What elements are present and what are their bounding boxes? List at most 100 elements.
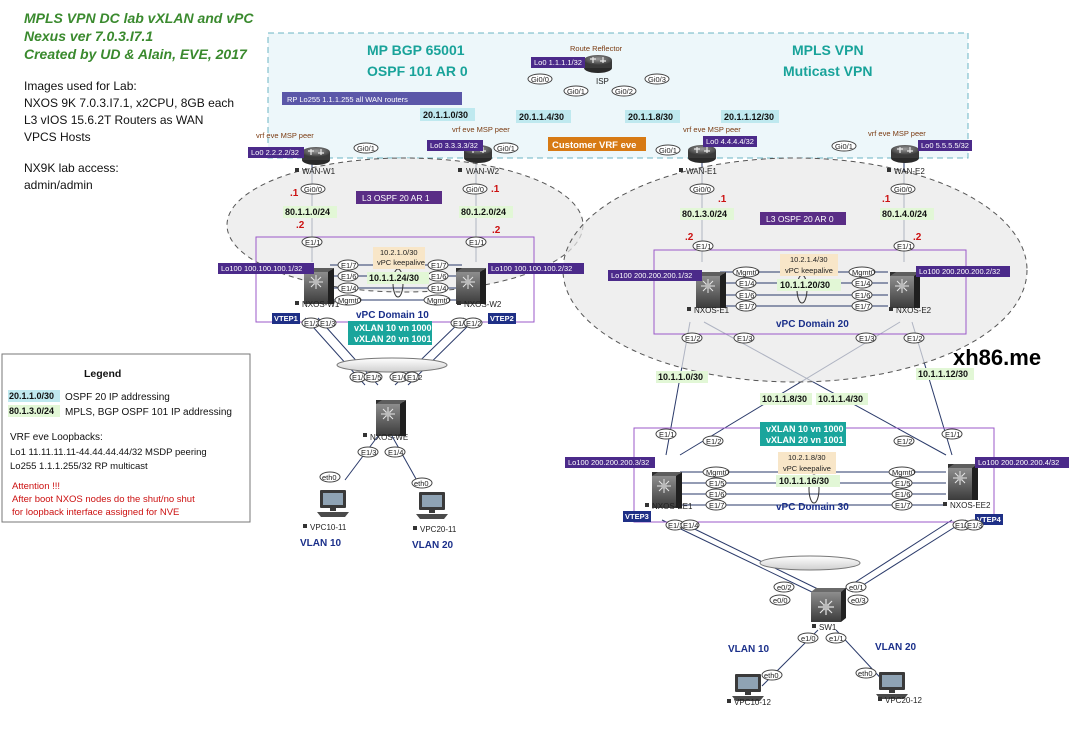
svg-text:E1/2: E1/2 (685, 334, 700, 343)
svg-text:E1/2: E1/2 (304, 319, 319, 328)
svg-text:80.1.2.0/24: 80.1.2.0/24 (461, 207, 506, 217)
nxos-w2-switch[interactable]: Lo100 100.100.100.2/32 NXOS-W2 VTEP2 (455, 263, 584, 324)
nxos-ee1-switch[interactable]: Lo100 200.200.200.3/32 NXOS-EE1 VTEP3 (565, 457, 693, 522)
vpc-domain-10-label: vPC Domain 10 (356, 310, 429, 321)
nxos-ee2-switch[interactable]: Lo100 200.200.200.4/32 NXOS-EE2 VTEP4 (943, 457, 1069, 525)
nxos-e2-loopback: Lo100 200.200.200.2/32 (919, 267, 1000, 276)
svg-text:.2: .2 (296, 220, 305, 231)
nxos-ee1-loopback: Lo100 200.200.200.3/32 (568, 458, 649, 467)
nxos-e1-loopback: Lo100 200.200.200.1/32 (611, 271, 692, 280)
svg-text:E1/7: E1/7 (855, 302, 870, 311)
svg-text:.2: .2 (685, 232, 694, 243)
vlan20-east-label: VLAN 20 (875, 642, 917, 653)
nxos-e2-switch[interactable]: Lo100 200.200.200.2/32 NXOS-E2 (889, 266, 1010, 315)
nxos-we-switch[interactable]: NXOS-WE (363, 399, 408, 442)
wan-w2-name: WAN-W2 (466, 167, 500, 176)
peer-caption: vrf eve MSP peer (683, 125, 741, 134)
svg-text:E1/6: E1/6 (895, 490, 910, 499)
nxos-e1-switch[interactable]: Lo100 200.200.200.1/32 NXOS-E1 (608, 270, 730, 315)
svg-text:E1/7: E1/7 (431, 261, 446, 270)
svg-text:80.1.1.0/24: 80.1.1.0/24 (285, 207, 330, 217)
lab-info: Images used for Lab: NXOS 9K 7.0.3.I7.1,… (24, 79, 234, 192)
wan-e2-loopback: Lo0 5.5.5.5/32 (921, 141, 969, 150)
vpc10-11-host[interactable]: eth0 VPC10-11 (303, 471, 349, 532)
wan-w2-router[interactable]: vrf eve MSP peer Lo0 3.3.3.3/32 WAN-W2 G… (427, 125, 519, 195)
isp-router[interactable]: Route Reflector Lo0 1.1.1.1/32 ISP (531, 44, 623, 86)
svg-text:Gi0/1: Gi0/1 (659, 146, 677, 155)
svg-text:10.2.1.8/30: 10.2.1.8/30 (788, 453, 826, 462)
legend-title: Legend (84, 368, 121, 380)
svg-text:E1/7: E1/7 (709, 501, 724, 510)
svg-text:.2: .2 (492, 225, 501, 236)
svg-text:.1: .1 (718, 194, 727, 205)
svg-text:vPC keepalive: vPC keepalive (783, 464, 831, 473)
wan-w1-router[interactable]: vrf eve MSP peer Lo0 2.2.2.2/32 WAN-W1 G… (248, 131, 379, 195)
svg-text:Gi0/3: Gi0/3 (648, 75, 666, 84)
wan-e2-router[interactable]: vrf eve MSP peer Lo0 5.5.5.5/32 WAN-E2 G… (831, 129, 972, 195)
svg-text:80.1.4.0/24: 80.1.4.0/24 (882, 209, 927, 219)
legend-panel: Legend 20.1.1.0/30 OSPF 20 IP addressing… (1, 353, 251, 523)
vtep4-label: VTEP4 (977, 515, 1002, 524)
multicast-vpn-title: Muticast VPN (783, 63, 872, 79)
svg-text:Mgmt0: Mgmt0 (338, 296, 361, 305)
svg-text:VRF eve Loopbacks:: VRF eve Loopbacks: (10, 432, 103, 443)
svg-text:Gi0/1: Gi0/1 (497, 144, 515, 153)
nxos-ee2-loopback: Lo100 200.200.200.4/32 (978, 458, 1059, 467)
svg-text:E1/6: E1/6 (392, 373, 407, 382)
info-line: L3 vIOS 15.6.2T Routers as WAN (24, 113, 203, 127)
svg-text:10.2.1.0/30: 10.2.1.0/30 (380, 248, 418, 257)
svg-text:E1/3: E1/3 (668, 521, 683, 530)
svg-text:E1/4: E1/4 (341, 284, 356, 293)
nxos-e-ports: E1/1 E1/1 Mgmt0 E1/4 E1/6 E1/7 Mgmt0 E1/… (681, 240, 925, 344)
svg-text:20.1.1.0/30: 20.1.1.0/30 (423, 110, 468, 120)
isp-name: ISP (596, 77, 609, 86)
svg-text:e0/3: e0/3 (851, 596, 866, 605)
svg-text:10.1.1.4/30: 10.1.1.4/30 (818, 394, 863, 404)
vpc-domain-20-info: 10.2.1.4/30 vPC keepalive 10.1.1.20/30 v… (776, 254, 849, 330)
legend-key-2: 80.1.3.0/24 (9, 406, 54, 416)
svg-text:E1/1: E1/1 (469, 238, 484, 247)
octet-labels: .1 .2 .1 .2 .1 .2 .1 .2 (290, 184, 922, 243)
svg-text:vXLAN 20 vn 1001: vXLAN 20 vn 1001 (766, 435, 844, 445)
svg-text:E1/3: E1/3 (967, 521, 982, 530)
vpc20-12-host[interactable]: eth0 VPC20-12 (855, 667, 922, 705)
svg-text:E1/3: E1/3 (859, 334, 874, 343)
vpc-domain-20-label: vPC Domain 20 (776, 319, 849, 330)
route-reflector-caption: Route Reflector (570, 44, 623, 53)
vlan20-west-label: VLAN 20 (412, 540, 454, 551)
svg-text:E1/6: E1/6 (739, 291, 754, 300)
nxos-e1-name: NXOS-E1 (694, 306, 730, 315)
svg-text:E1/1: E1/1 (659, 430, 674, 439)
legend-key-1: 20.1.1.0/30 (9, 391, 54, 401)
vpc-domain-20-box (653, 249, 967, 335)
svg-text:vPC keepalive: vPC keepalive (785, 266, 833, 275)
isp-ports: Gi0/0 Gi0/1 Gi0/2 Gi0/3 (527, 73, 670, 97)
peer-caption: vrf eve MSP peer (868, 129, 926, 138)
info-line: admin/admin (24, 178, 93, 192)
nxos-we-name: NXOS-WE (370, 433, 408, 442)
svg-text:eth0: eth0 (764, 671, 779, 680)
vpc20-11-host[interactable]: eth0 VPC20-11 (411, 477, 457, 534)
sw1-switch[interactable]: SW1 (810, 587, 847, 632)
svg-text:E1/2: E1/2 (897, 437, 912, 446)
vpc10-12-host[interactable]: eth0 VPC10-12 (727, 669, 783, 707)
svg-text:Mgmt0: Mgmt0 (892, 468, 915, 477)
nxos-w1-switch[interactable]: Lo100 100.100.100.1/32 NXOS-W1 VTEP1 (218, 263, 340, 324)
svg-text:E1/4: E1/4 (431, 284, 446, 293)
svg-text:E1/3: E1/3 (737, 334, 752, 343)
ospf-101-title: OSPF 101 AR 0 (367, 63, 468, 79)
svg-text:eth0: eth0 (322, 473, 337, 482)
nxos-e2-name: NXOS-E2 (896, 306, 932, 315)
svg-text:10.1.1.20/30: 10.1.1.20/30 (780, 280, 830, 290)
svg-text:E1/1: E1/1 (696, 242, 711, 251)
info-line: NX9K lab access: (24, 161, 119, 175)
svg-text:10.1.1.0/30: 10.1.1.0/30 (658, 372, 703, 382)
svg-text:Lo255 1.1.1.255/32 RP multicas: Lo255 1.1.1.255/32 RP multicast (10, 461, 148, 472)
vpc10-12-name: VPC10-12 (734, 698, 771, 707)
svg-text:E1/3: E1/3 (453, 319, 468, 328)
wan-e1-router[interactable]: vrf eve MSP peer Lo0 4.4.4.4/32 WAN-E1 G… (655, 125, 757, 195)
svg-text:Mgmt0: Mgmt0 (736, 268, 759, 277)
vtep1-label: VTEP1 (274, 314, 298, 323)
svg-text:E1/1: E1/1 (945, 430, 960, 439)
vpc-domain-30-label: vPC Domain 30 (776, 502, 849, 513)
